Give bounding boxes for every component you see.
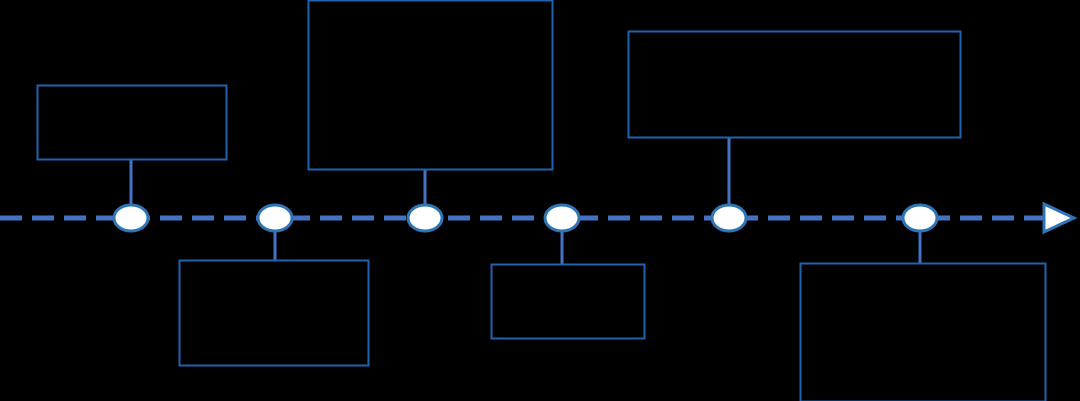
milestone-node[interactable] [406,203,444,233]
timeline-arrow-icon [1042,201,1078,235]
event-box[interactable] [627,30,962,139]
timeline-axis-group [0,201,1078,235]
event-box[interactable] [307,0,554,171]
milestone-node[interactable] [901,203,939,233]
event-box[interactable] [490,263,646,340]
milestone-node-group [112,203,939,233]
milestone-node[interactable] [543,203,581,233]
milestone-node[interactable] [256,203,294,233]
event-box-group [36,0,1047,401]
event-box[interactable] [178,259,370,367]
event-box[interactable] [36,84,228,161]
milestone-node[interactable] [710,203,748,233]
connector-group [129,137,922,264]
milestone-node[interactable] [112,203,150,233]
event-box[interactable] [799,262,1047,401]
